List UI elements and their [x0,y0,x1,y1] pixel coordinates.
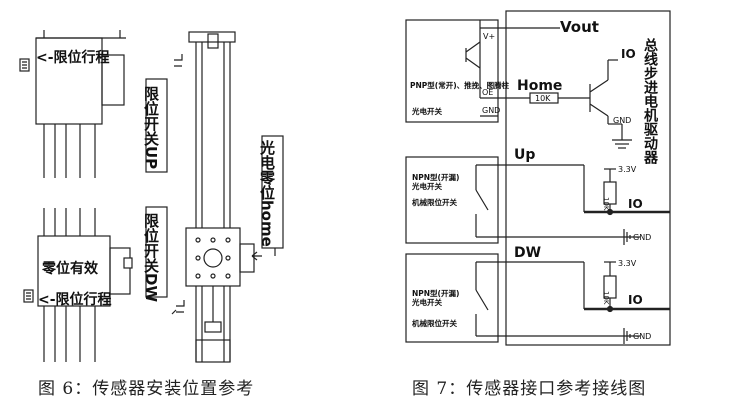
gnd-up-label: GND [633,233,651,242]
resistor-dw-label: 10K [602,291,610,305]
v33-up-label: 3.3V [618,165,637,174]
mech-dw-label: 机械限位开关 [412,318,457,328]
npn-dw-label: NPN型(开漏) [412,288,459,298]
resistor-home-label: 10K [535,94,551,103]
up-sensor-box [405,156,499,244]
linear-rail [185,31,255,363]
figure7-caption: 图 7：传感器接口参考接线图 [412,379,647,399]
sensor-installation-figure [19,30,284,363]
bottom-mechanism [23,208,133,362]
io-up-label: IO [628,197,643,211]
dw-sensor-box [405,253,499,343]
figure6-caption: 图 6：传感器安装位置参考 [38,379,255,399]
zero-valid-label: 零位有效 [41,260,99,277]
npn-up-label: NPN型(开漏) [412,172,459,182]
gnd-small-label: GND [613,116,631,125]
vplus-label: V+ [483,32,495,41]
photo-dw-label: 光电开关 [411,297,442,307]
home-label: Home [517,78,562,94]
sensor-brackets [171,54,276,315]
pnp-label: PNP型(常开)、推挽、图腾柱 [410,80,510,90]
driver-box [505,10,671,346]
io-dw-label: IO [628,293,643,307]
limit-travel-bottom-label: <-限位行程 [38,291,112,308]
mech-up-label: 机械限位开关 [412,197,457,207]
limit-travel-top-label: <-限位行程 [36,49,110,66]
oe-label: OE [482,88,493,97]
top-mechanism [19,30,126,178]
photo-up-label: 光电开关 [411,181,442,191]
vout-label: Vout [560,18,599,36]
limit-dw-label-box [145,206,168,298]
limit-open-up-label: 限位开关UP [142,86,160,169]
up-label: Up [514,147,535,163]
resistor-up-label: 10K [602,197,610,211]
io-top-label: IO [621,47,636,61]
driver-label: 总线步进电机驱动器 [642,37,659,165]
v33-dw-label: 3.3V [618,259,637,268]
home-label-box [261,135,284,249]
limit-open-dw-label: 限位开关DW [142,213,160,302]
gnd-label: GND [482,106,500,115]
pnp-sensor-box [405,19,499,123]
limit-up-label-box [145,78,168,173]
pnp-photo-switch-label: 光电开关 [411,106,442,116]
gnd-dw-label: GND [633,332,651,341]
dw-label: DW [514,245,541,261]
sensor-wiring-figure [405,10,671,346]
photo-zero-home-label: 光电零位home [258,139,276,247]
